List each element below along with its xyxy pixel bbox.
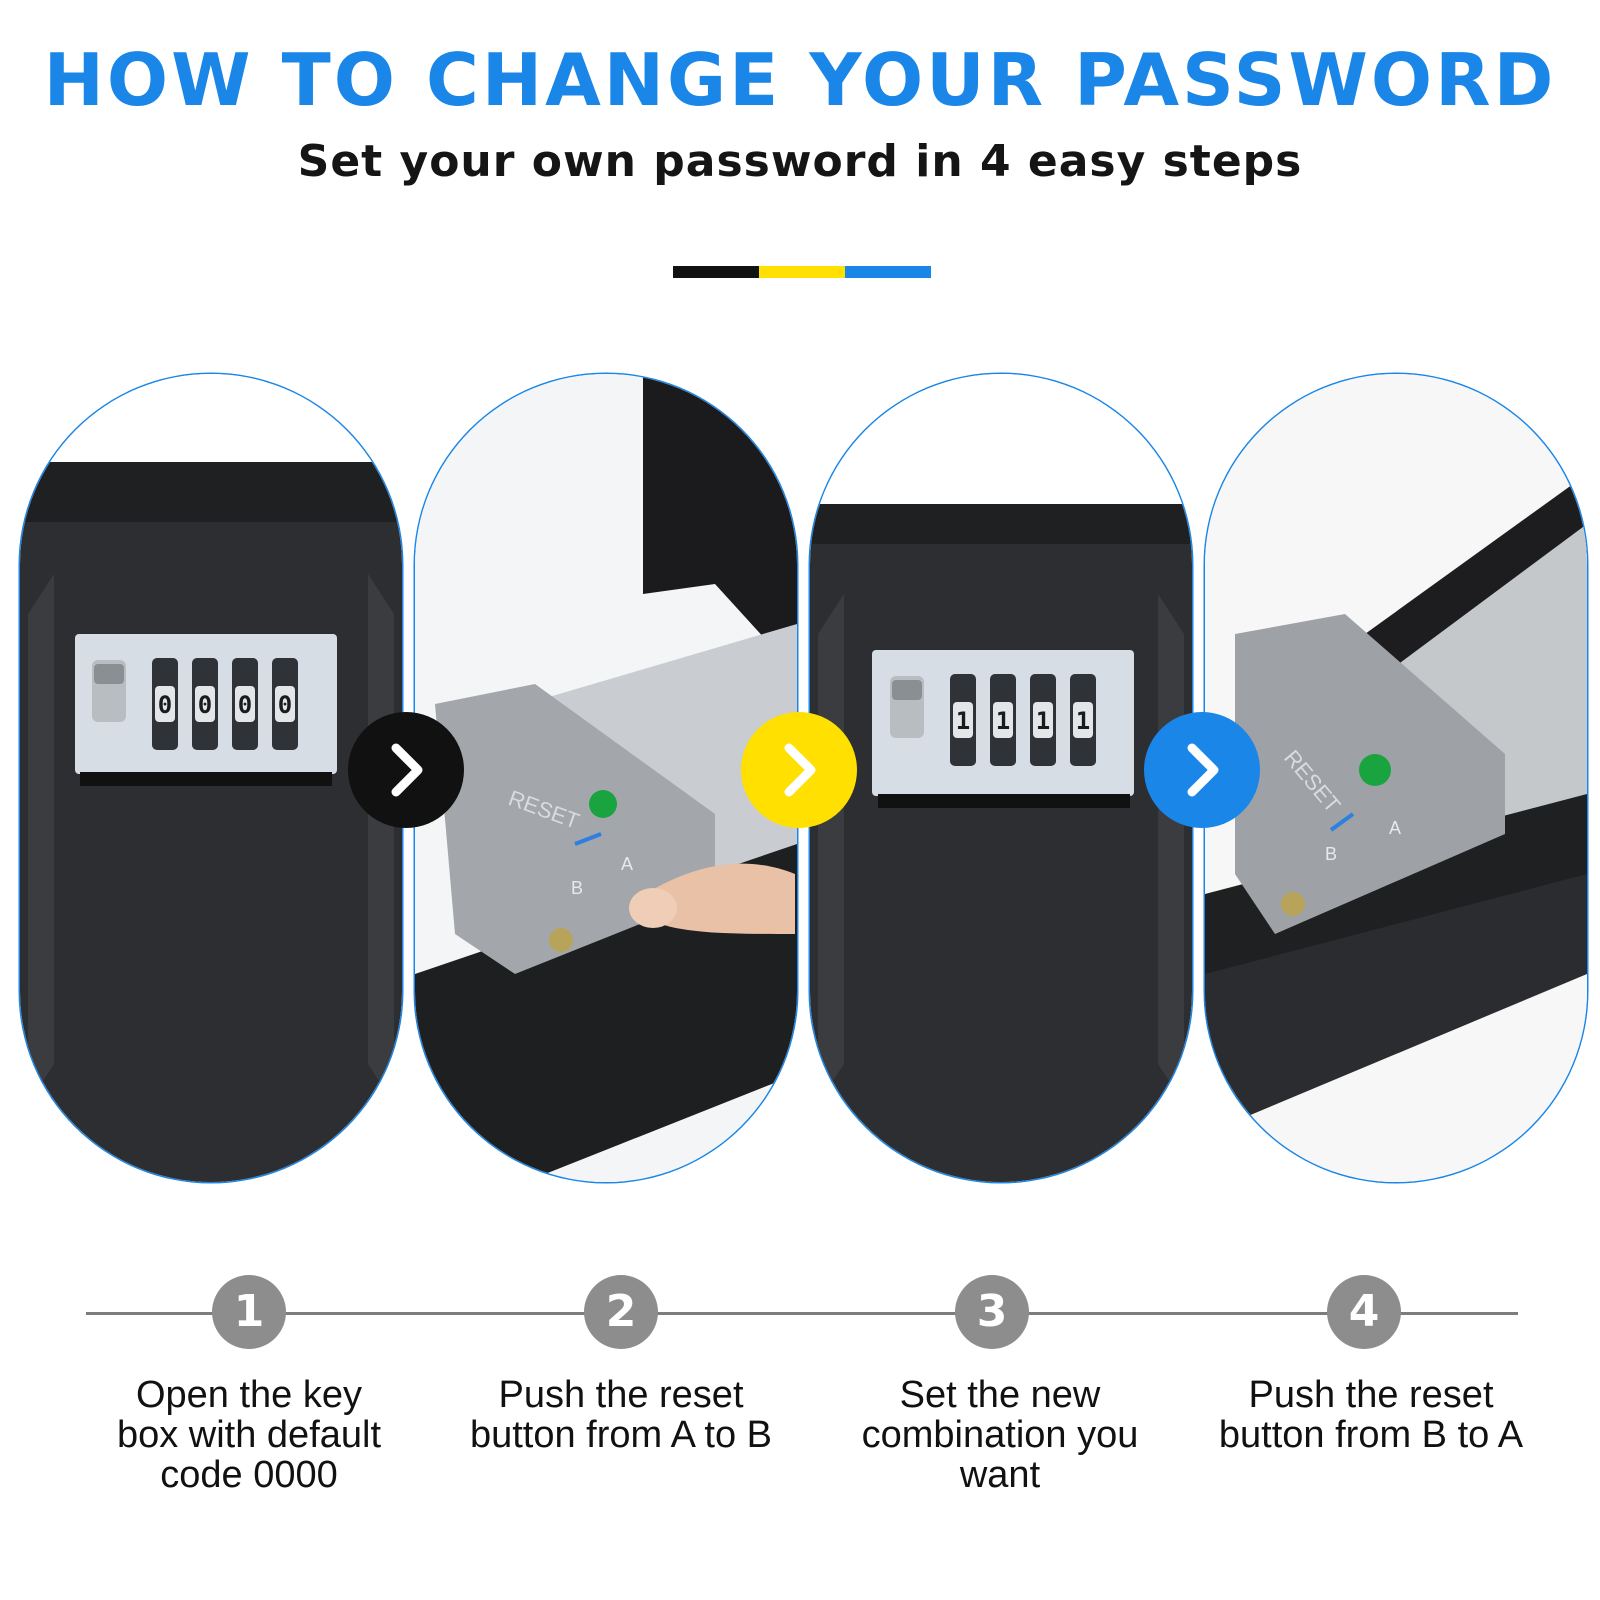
color-stripe-black [673,266,759,278]
color-stripe-blue [845,266,931,278]
combination-dial[interactable]: 0 [232,658,258,750]
step-4-description: Push the reset button from B to A [1191,1375,1551,1455]
dial-digit: 0 [278,691,292,719]
combination-dial[interactable]: 0 [152,658,178,750]
step-arrow-3 [1144,712,1260,828]
step-1-line-2: box with default [116,1414,382,1456]
combination-dial[interactable]: 1 [990,674,1016,766]
reset-lever-a-to-b-illustration: RESET B A [415,374,797,1182]
step-4-line-1: Push the reset [1248,1374,1494,1416]
plate-letter-b: B [571,878,583,898]
step-3-line-2: combination you [861,1414,1139,1456]
step-3-number: 3 [955,1275,1029,1349]
plate-letter-a-step4: A [1389,818,1401,838]
chevron-right-icon [391,743,423,797]
combination-dial[interactable]: 0 [192,658,218,750]
step-2-line-1: Push the reset [498,1374,744,1416]
plate-letter-a: A [621,854,633,874]
dial-digit: 1 [996,707,1010,735]
step-2-number: 2 [584,1275,658,1349]
dial-digit: 1 [1076,707,1090,735]
step-arrow-2 [741,712,857,828]
step-3-description: Set the new combination you want [820,1375,1180,1495]
chevron-right-icon [784,743,816,797]
plate-letter-b-step4: B [1325,844,1337,864]
dial-digit: 1 [1036,707,1050,735]
dial-digit: 0 [238,691,252,719]
step-1-number: 1 [212,1275,286,1349]
step-3-line-1: Set the new [899,1374,1101,1416]
combination-dial[interactable]: 1 [1070,674,1096,766]
step-3-line-3: want [959,1454,1041,1496]
color-stripe-yellow [759,266,845,278]
step-arrow-1 [348,712,464,828]
dial-digit: 0 [158,691,172,719]
step-1-line-3: code 0000 [160,1454,338,1496]
steps-timeline [86,1312,1518,1315]
combination-dial[interactable]: 0 [272,658,298,750]
step-4-photo-panel: RESET B A [1205,374,1587,1182]
step-4-number: 4 [1327,1275,1401,1349]
step-2-line-2: button from A to B [469,1414,773,1456]
step-2-photo-panel: RESET B A [415,374,797,1182]
page-subtitle: Set your own password in 4 easy steps [297,136,1303,187]
step-1-description: Open the key box with default code 0000 [69,1375,429,1495]
step-4-line-2: button from B to A [1218,1414,1524,1456]
dial-digit: 0 [198,691,212,719]
combination-dial[interactable]: 1 [1030,674,1056,766]
reset-lever-b-to-a-illustration: RESET B A [1205,374,1587,1182]
chevron-right-icon [1187,743,1219,797]
step-2-description: Push the reset button from A to B [441,1375,801,1455]
dial-digit: 1 [956,707,970,735]
page-title: HOW TO CHANGE YOUR PASSWORD [43,38,1557,122]
step-1-line-1: Open the key [135,1374,363,1416]
combination-dial[interactable]: 1 [950,674,976,766]
